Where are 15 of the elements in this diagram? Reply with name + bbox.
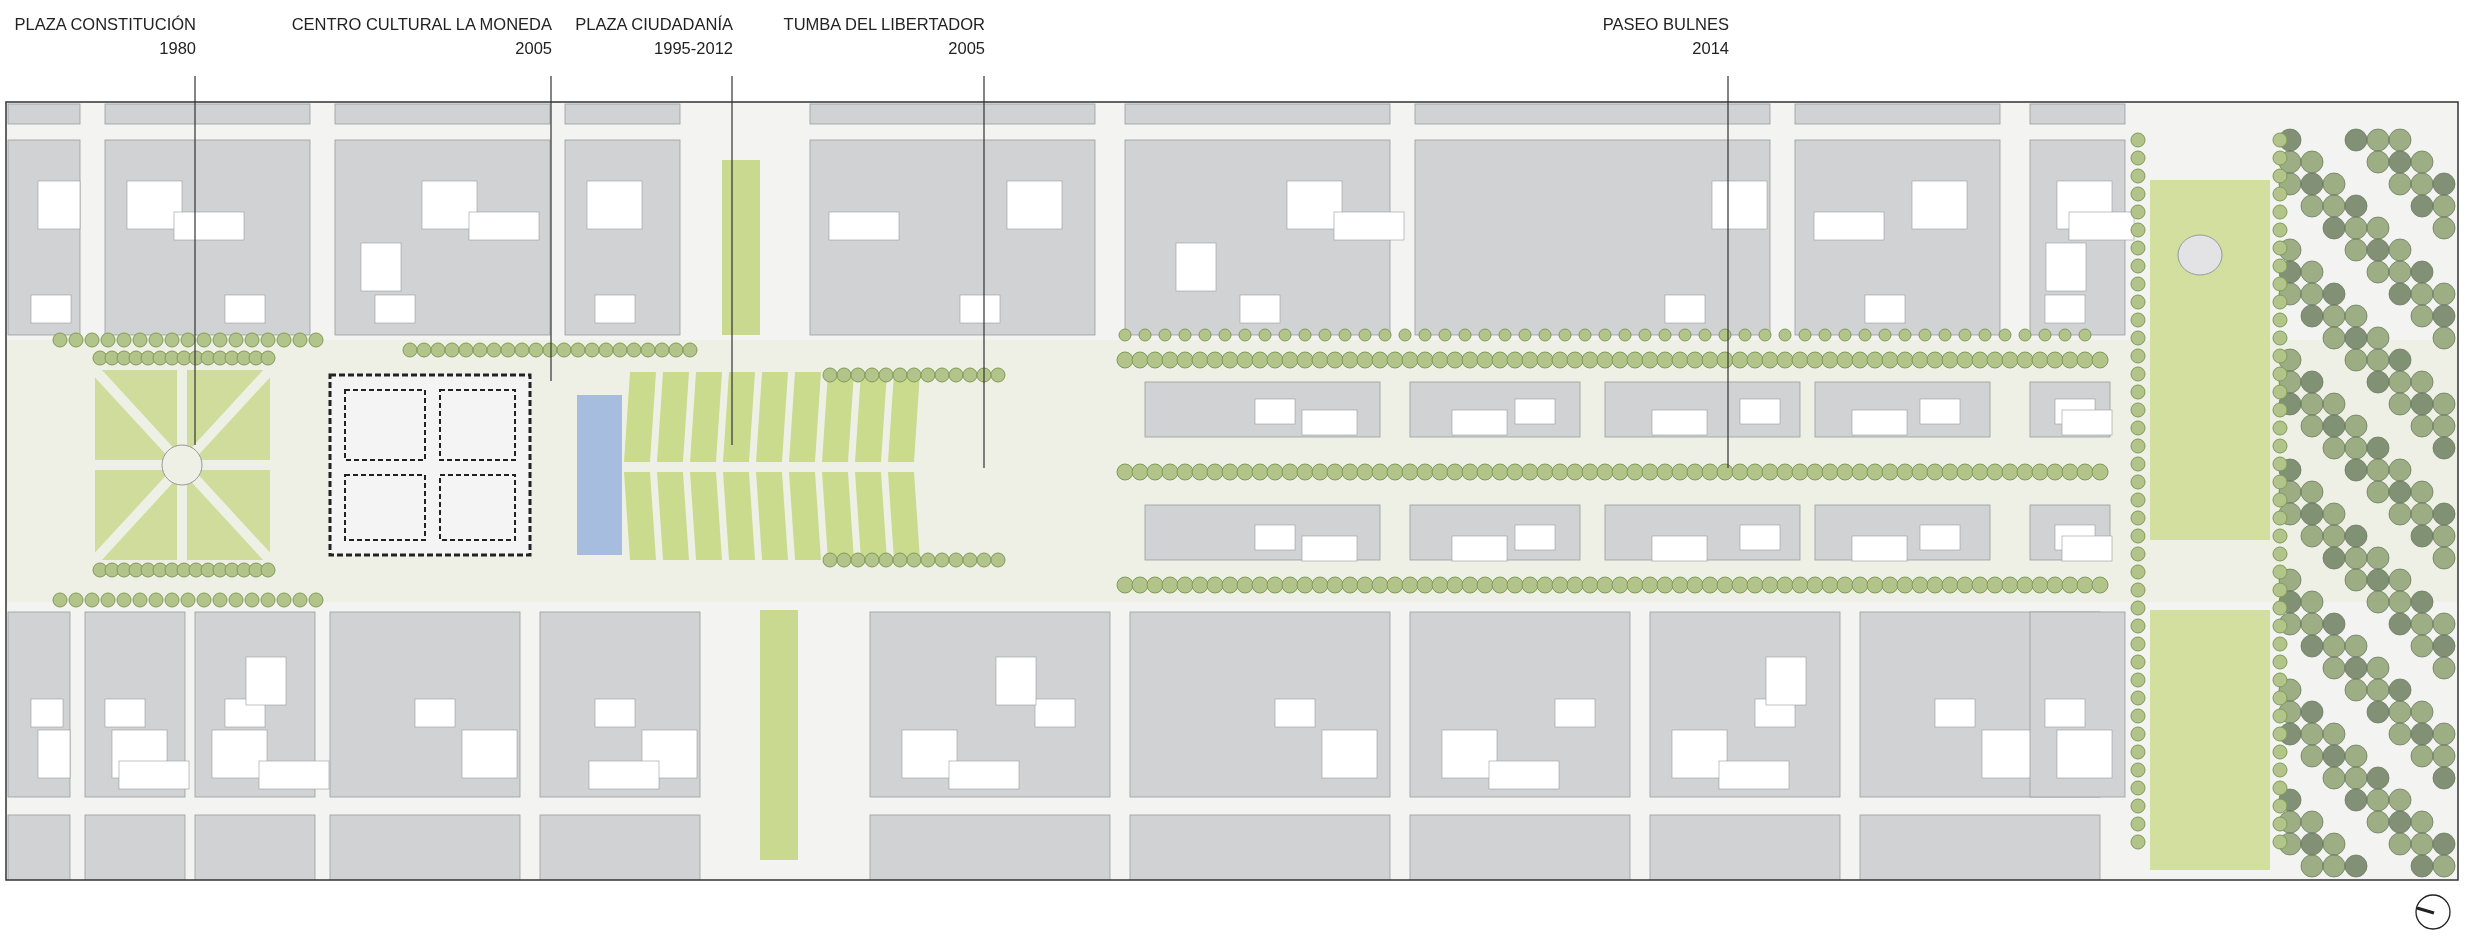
- year-label: 2014: [1692, 38, 1729, 59]
- place-name: PASEO BULNES: [1602, 14, 1729, 35]
- place-name: PLAZA CIUDADANÍA: [575, 14, 733, 35]
- leader-line: [194, 75, 196, 446]
- place-name: PLAZA CONSTITUCIÓN: [14, 14, 196, 35]
- place-name: CENTRO CULTURAL LA MONEDA: [291, 14, 552, 35]
- year-label: 1980: [159, 38, 196, 59]
- year-label: 2005: [948, 38, 985, 59]
- leader-line: [550, 75, 552, 382]
- year-label: 2005: [515, 38, 552, 59]
- place-name: TUMBA DEL LIBERTADOR: [783, 14, 985, 35]
- leader-line: [731, 75, 733, 446]
- leader-line: [1727, 75, 1729, 469]
- leader-line: [983, 75, 985, 469]
- year-label: 1995-2012: [654, 38, 733, 59]
